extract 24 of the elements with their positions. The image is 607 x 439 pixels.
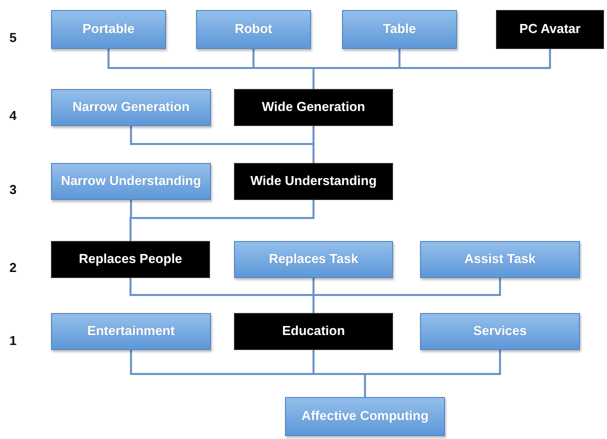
category-box: Wide Generation xyxy=(234,89,393,126)
connector-line xyxy=(312,49,551,89)
category-box: Replaces Task xyxy=(234,241,393,278)
level-number: 3 xyxy=(8,182,18,197)
level-number: 1 xyxy=(8,333,18,348)
connector-line xyxy=(130,200,314,241)
category-box: Portable xyxy=(51,10,166,49)
category-box: Entertainment xyxy=(51,313,211,350)
connector-line xyxy=(312,126,314,163)
category-box: Table xyxy=(342,10,457,49)
category-box: Narrow Generation xyxy=(51,89,211,126)
category-box: Affective Computing xyxy=(285,397,445,436)
category-box: Replaces People xyxy=(51,241,210,278)
category-box: Education xyxy=(234,313,393,350)
level-number: 4 xyxy=(8,108,18,123)
category-box: Services xyxy=(420,313,580,350)
connector-line xyxy=(364,350,501,397)
category-box: Robot xyxy=(196,10,311,49)
category-box: PC Avatar xyxy=(496,10,604,49)
category-box: Wide Understanding xyxy=(234,163,393,200)
category-box: Narrow Understanding xyxy=(51,163,211,200)
level-number: 5 xyxy=(8,30,18,45)
category-box: Assist Task xyxy=(420,241,580,278)
level-number: 2 xyxy=(8,260,18,275)
